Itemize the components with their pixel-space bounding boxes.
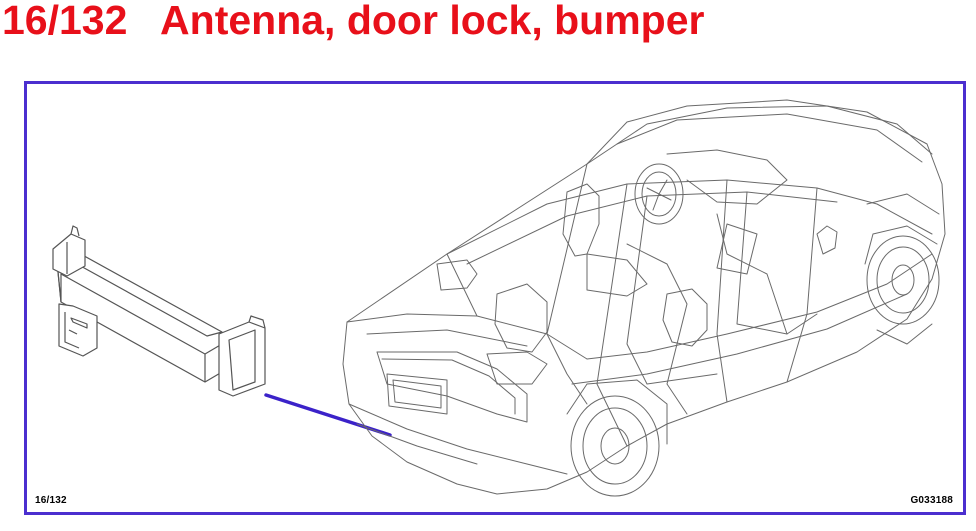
antenna-module xyxy=(52,225,266,397)
diagram-illustration xyxy=(52,99,946,497)
drawing-number: G033188 xyxy=(910,495,953,506)
reference-code: 16/132 xyxy=(35,495,67,506)
diagram-frame: 16/132 G033188 xyxy=(24,81,966,515)
car-illustration xyxy=(342,99,946,497)
page-title: 16/132 Antenna, door lock, bumper xyxy=(2,0,705,43)
